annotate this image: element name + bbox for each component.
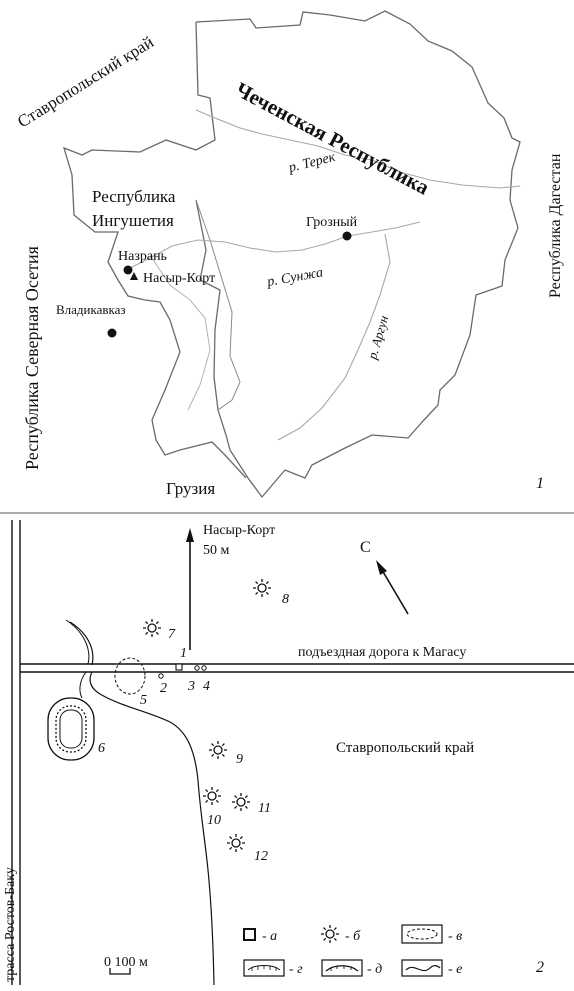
label-direction-distance: 50 м [203, 543, 230, 558]
label-georgia: Грузия [166, 479, 215, 498]
panel-number-2: 2 [536, 959, 544, 976]
map-1: Ставропольский край Чеченская Республика… [0, 10, 574, 514]
label-north: С [360, 539, 371, 556]
object-6-core [59, 709, 83, 749]
river-bank-line [65, 619, 90, 699]
direction-arrow-head [186, 528, 194, 542]
legend-g-frame [243, 959, 285, 977]
legend-d-ticks [330, 966, 352, 971]
site-number-10: 10 [207, 813, 221, 828]
site-number-2: 2 [160, 681, 167, 696]
terrace-line [69, 621, 215, 986]
legend-d-frame [321, 959, 363, 977]
site-9-sun [209, 741, 227, 759]
scale-bar [109, 968, 131, 975]
city-dot-nazran [123, 265, 133, 275]
label-ingushetia-2: Ингушетия [92, 211, 174, 230]
site-number-12: 12 [254, 849, 268, 864]
legend-e-symbol [405, 965, 441, 972]
label-argun: р. Аргун [364, 314, 391, 362]
site-number-6: 6 [98, 741, 105, 756]
river-sunzha [129, 221, 421, 269]
object-6-inner [55, 705, 87, 753]
site-2-marker [158, 673, 164, 679]
label-sunzha: р. Сунжа [265, 265, 324, 290]
legend-v-symbol [406, 928, 438, 940]
site-7-sun [143, 619, 161, 637]
legend-b-label: - б [345, 929, 361, 944]
label-nasyr-kort: Насыр-Корт [143, 271, 215, 286]
site-triangle-nasyr-kort [130, 272, 138, 280]
legend-d-symbol [325, 965, 359, 972]
city-dot-grozny [342, 231, 352, 241]
scale-label: 0 100 м [104, 955, 148, 970]
north-arrow-shaft [381, 569, 409, 615]
site-number-5: 5 [140, 693, 147, 708]
label-nazran: Назрань [118, 249, 167, 264]
label-north-ossetia: Республика Северная Осетия [22, 246, 42, 470]
label-terek: р. Терек [286, 150, 337, 176]
label-chechnya: Чеченская Республика [232, 77, 434, 200]
legend-d-label: - д [367, 962, 382, 977]
label-direction: Насыр-Корт [203, 523, 275, 538]
label-ingushetia-1: Республика [92, 187, 176, 206]
label-grozny: Грозный [306, 215, 358, 230]
map-2: Насыр-Корт 50 м С подъездная дорога к Ма… [3, 520, 574, 986]
site-10-sun [203, 787, 221, 805]
site-number-3: 3 [187, 679, 195, 694]
label-vladikavkaz: Владикавказ [56, 302, 126, 317]
legend-a-label: - а [262, 929, 277, 944]
label-stavropol: Ставропольский край [14, 32, 157, 131]
site-number-1: 1 [180, 646, 187, 661]
legend-a-symbol [243, 928, 256, 941]
legend-g-hatch [251, 965, 277, 971]
legend-e-label: - е [448, 962, 462, 977]
river-argun [277, 233, 391, 441]
label-region: Ставропольский край [336, 740, 474, 756]
site-number-4: 4 [203, 679, 210, 694]
legend-v-frame [401, 924, 443, 944]
site-12-sun [227, 834, 245, 852]
legend-g-label: - г [289, 962, 303, 977]
site-number-7: 7 [168, 627, 176, 642]
ingush-chechen-border [195, 199, 241, 411]
legend-b-symbol [321, 925, 339, 943]
legend-e-frame [401, 959, 443, 977]
object-6-outer [47, 697, 95, 761]
label-road: подъездная дорога к Магасу [298, 645, 466, 660]
site-number-9: 9 [236, 752, 243, 767]
site-number-11: 11 [258, 801, 271, 816]
object-5-ellipse [114, 657, 146, 695]
river-terek [195, 109, 521, 189]
site-4-marker [201, 665, 207, 671]
site-11-sun [232, 793, 250, 811]
river-west [149, 254, 211, 411]
city-dot-vladikavkaz [107, 328, 117, 338]
north-arrow-head [376, 560, 387, 575]
site-8-sun [253, 579, 271, 597]
legend-v-label: - в [448, 929, 462, 944]
site-1-square [175, 663, 183, 671]
label-dagestan: Республика Дагестан [547, 153, 564, 298]
site-3-marker [194, 665, 200, 671]
ingushetia-border [63, 21, 247, 479]
panel-number-1: 1 [536, 475, 544, 492]
label-highway: трасса Ростов-Баку [3, 867, 18, 982]
site-number-8: 8 [282, 592, 289, 607]
chechnya-border [195, 10, 521, 499]
